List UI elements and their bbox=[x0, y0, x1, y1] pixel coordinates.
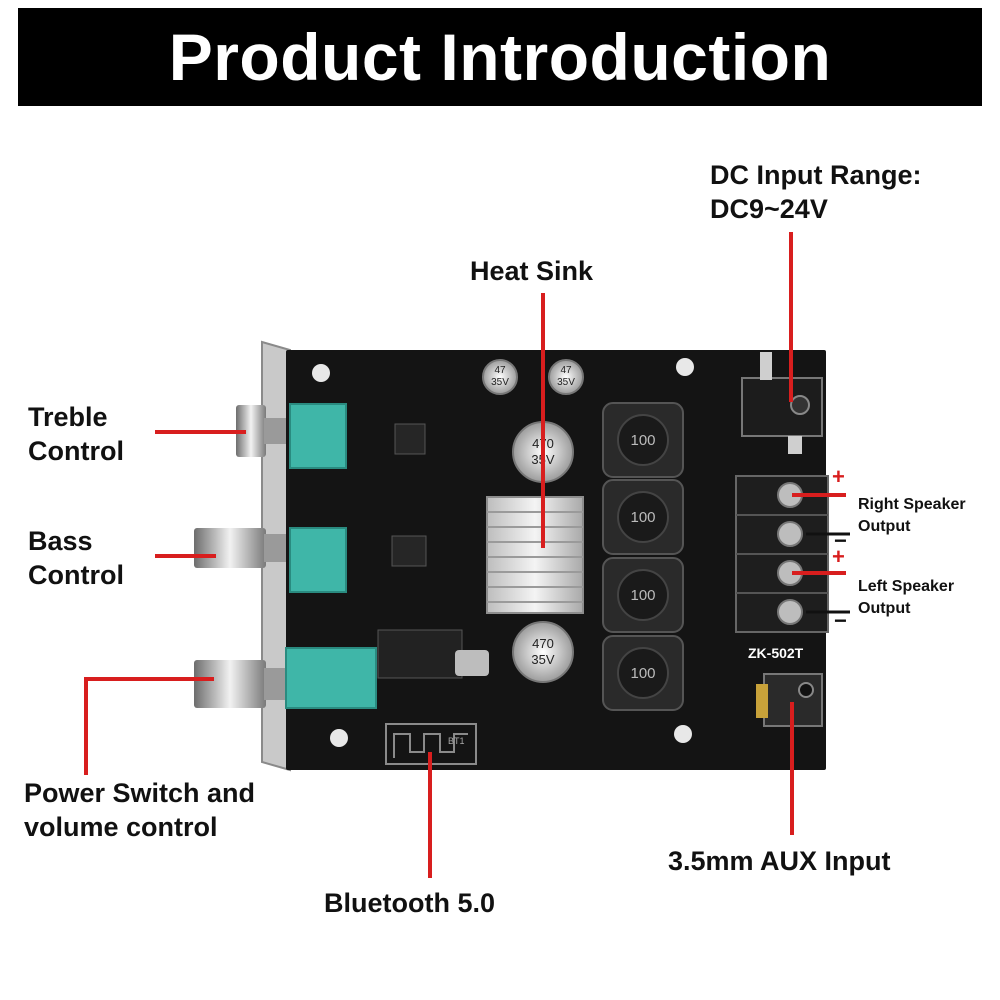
bass-knob bbox=[194, 528, 286, 568]
ic-chip bbox=[394, 423, 426, 455]
svg-text:BT1: BT1 bbox=[448, 736, 465, 746]
volume-knob bbox=[194, 660, 286, 708]
minus-sign: − bbox=[834, 608, 847, 633]
svg-text:35V: 35V bbox=[531, 652, 554, 667]
heat-sink-label: Heat Sink bbox=[470, 256, 594, 286]
svg-text:100: 100 bbox=[630, 587, 655, 604]
svg-text:35V: 35V bbox=[491, 377, 509, 388]
aux-input-label: 3.5mm AUX Input bbox=[668, 846, 891, 876]
plus-sign: + bbox=[832, 544, 845, 569]
crystal bbox=[455, 650, 489, 676]
mount-hole bbox=[674, 725, 692, 743]
right-speaker-label: Right Speaker Output bbox=[858, 496, 966, 535]
svg-text:47: 47 bbox=[560, 365, 572, 376]
bluetooth-label: Bluetooth 5.0 bbox=[324, 888, 496, 918]
power-pointer bbox=[84, 677, 214, 775]
inductor-4: 100 bbox=[602, 635, 684, 711]
treble-knob bbox=[236, 405, 286, 457]
ic-chip bbox=[391, 535, 427, 567]
dc-input-label: DC Input Range: DC9~24V bbox=[710, 160, 922, 224]
svg-text:470: 470 bbox=[532, 636, 554, 651]
minus-sign: − bbox=[834, 528, 847, 553]
treble-potentiometer bbox=[289, 403, 347, 469]
bass-potentiometer bbox=[289, 527, 347, 593]
speaker-terminal-block bbox=[735, 475, 829, 633]
capacitor-top-left: 47 35V bbox=[482, 359, 518, 395]
capacitor-top-right: 47 35V bbox=[548, 359, 584, 395]
dc-input-jack bbox=[741, 352, 823, 454]
title-banner: Product Introduction bbox=[18, 8, 982, 106]
page-title: Product Introduction bbox=[168, 20, 832, 94]
power-switch-label: Power Switch and volume control bbox=[24, 778, 256, 842]
svg-text:100: 100 bbox=[630, 432, 655, 449]
inductor-3: 100 bbox=[602, 557, 684, 633]
svg-text:100: 100 bbox=[630, 509, 655, 526]
volume-potentiometer bbox=[285, 647, 377, 709]
plus-sign: + bbox=[832, 464, 845, 489]
inductor-2: 100 bbox=[602, 479, 684, 555]
svg-text:100: 100 bbox=[630, 665, 655, 682]
inductor-1: 100 bbox=[602, 402, 684, 478]
aux-input-jack bbox=[756, 673, 823, 727]
model-label: ZK-502T bbox=[748, 645, 804, 661]
capacitor-big-lower: 470 35V bbox=[512, 621, 574, 683]
mount-hole bbox=[676, 358, 694, 376]
bass-control-label: Bass Control bbox=[28, 526, 124, 590]
svg-text:47: 47 bbox=[494, 365, 506, 376]
bt-module-chip bbox=[377, 629, 463, 679]
heat-sink bbox=[486, 496, 584, 614]
treble-control-label: Treble Control bbox=[28, 402, 124, 466]
svg-text:35V: 35V bbox=[557, 377, 575, 388]
mount-hole bbox=[330, 729, 348, 747]
left-speaker-label: Left Speaker Output bbox=[858, 578, 955, 617]
mount-hole bbox=[312, 364, 330, 382]
